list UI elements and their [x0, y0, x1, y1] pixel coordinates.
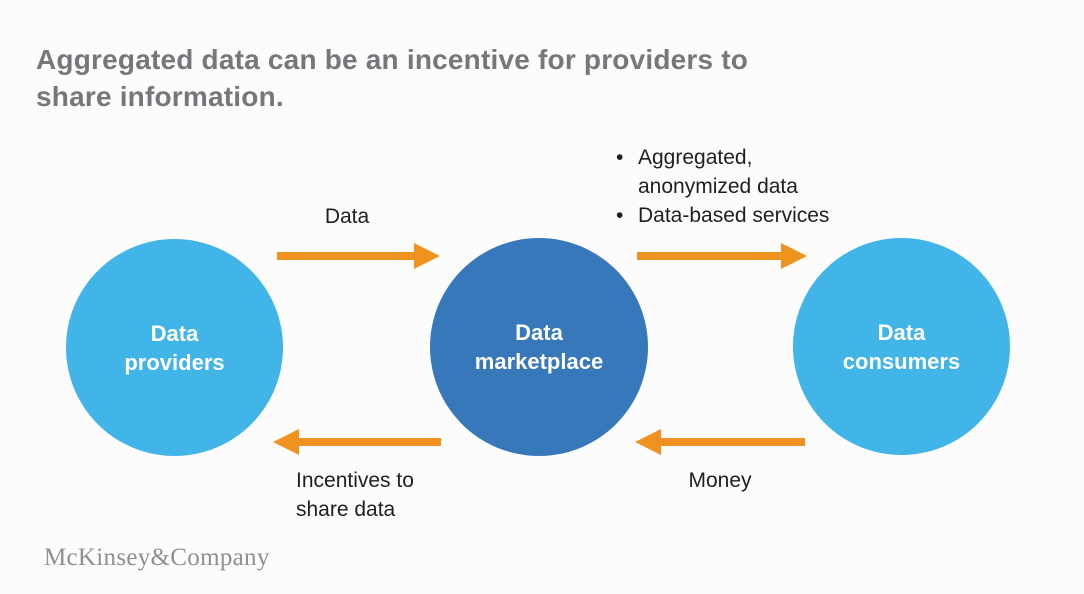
arrow-left-icon: [273, 429, 299, 455]
node-label-line1: Data: [515, 320, 563, 345]
list-item: Data-based services: [616, 201, 829, 230]
flow-label-money: Money: [688, 469, 752, 492]
arrow-providers-to-marketplace: [277, 243, 440, 269]
flow-label-incentives: Incentives to share data: [296, 466, 414, 524]
node-label-line1: Data: [150, 320, 199, 346]
flow-label-data: Data: [324, 205, 370, 228]
bullet-text: Data-based services: [638, 201, 829, 230]
bullet1-line2: anonymized data: [638, 175, 798, 198]
node-label-line2: consumers: [842, 348, 961, 374]
node-label-line2: providers: [124, 349, 225, 375]
bullet-text: Aggregated, anonymized data: [638, 143, 798, 201]
arrow-shaft: [637, 252, 781, 260]
arrow-consumers-to-marketplace: [635, 429, 805, 455]
mckinsey-logo: McKinsey&Company: [44, 544, 270, 571]
slide-title-line1: Aggregated data can be an incentive for …: [36, 43, 749, 75]
flow-label-incentives-line1: Incentives to: [296, 469, 414, 492]
bullet-icon: [616, 143, 638, 201]
bullet1-line1: Aggregated,: [638, 146, 753, 169]
list-item: Aggregated, anonymized data: [616, 143, 829, 201]
arrow-left-icon: [635, 429, 661, 455]
bullet-icon: [616, 201, 638, 230]
arrow-right-icon: [414, 243, 440, 269]
arrow-shaft: [661, 438, 805, 446]
node-label-line1: Data: [877, 319, 926, 345]
arrow-marketplace-to-providers: [273, 429, 441, 455]
arrow-shaft: [299, 438, 441, 446]
slide-title-line2: share information.: [36, 80, 284, 112]
flow-label-aggregated-data-list: Aggregated, anonymized data Data-based s…: [616, 143, 829, 230]
node-label-line2: marketplace: [474, 349, 604, 374]
slide-title: Aggregated data can be an incentive for …: [36, 41, 1016, 115]
node-data-providers: Data providers: [66, 239, 283, 456]
arrow-marketplace-to-consumers: [637, 243, 807, 269]
arrow-right-icon: [781, 243, 807, 269]
flow-label-incentives-line2: share data: [296, 498, 396, 521]
bullet2-line1: Data-based services: [638, 204, 830, 227]
node-data-consumers: Data consumers: [793, 238, 1010, 455]
arrow-shaft: [277, 252, 414, 260]
node-data-marketplace: Data marketplace: [430, 238, 648, 456]
